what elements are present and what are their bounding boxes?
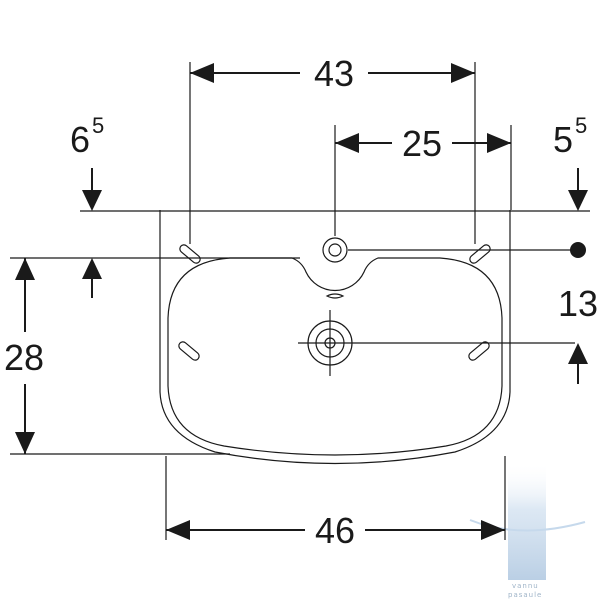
dim-right-offset-sup: 5 (575, 113, 587, 138)
basin-outline (159, 210, 511, 465)
arrow-28-bottom (15, 432, 35, 454)
overflow-slot (325, 293, 345, 299)
tap-hole-outer (322, 237, 348, 263)
arrow-right-offset-down (568, 190, 588, 211)
arrow-46-left (166, 520, 190, 540)
drawing-lines (10, 62, 590, 540)
watermark-line1: vannu (512, 582, 539, 590)
arrow-25-left (335, 133, 359, 153)
dim-width-bottom: 46 (315, 510, 355, 551)
arrow-overflow-up (568, 343, 588, 364)
dim-left-offset-sup: 5 (92, 113, 104, 138)
dim-overflow-height: 13 (558, 283, 598, 324)
basin-bowl (167, 257, 503, 456)
tap-center-dot (570, 242, 586, 258)
dim-tap-offset: 25 (402, 123, 442, 164)
arrowheads (15, 63, 588, 540)
arrow-28-top (15, 258, 35, 280)
fixing-slot-mid-left (178, 341, 200, 361)
dim-depth: 28 (4, 337, 44, 378)
arrow-left-rim-up (82, 258, 102, 279)
dim-width-top: 43 (314, 53, 354, 94)
fixing-slot-mid-right (468, 341, 490, 361)
watermark-swoosh (469, 519, 586, 532)
watermark-glass (508, 462, 546, 580)
fixing-slot-top-right (469, 244, 491, 264)
arrow-46-right (481, 520, 505, 540)
arrow-25-right (487, 133, 511, 153)
arrow-left-offset-down (82, 190, 102, 211)
dim-right-offset-main: 5 (553, 119, 573, 160)
fixing-slot-top-left (179, 244, 201, 264)
arrow-43-left (190, 63, 214, 83)
tap-hole-inner (328, 243, 342, 257)
arrow-43-right (451, 63, 475, 83)
dimension-labels: 43 25 6 5 5 5 28 13 46 (4, 53, 598, 551)
watermark-line2: pasaule (508, 591, 542, 599)
watermark: vannu pasaule (469, 462, 586, 599)
dim-left-offset-main: 6 (70, 119, 90, 160)
